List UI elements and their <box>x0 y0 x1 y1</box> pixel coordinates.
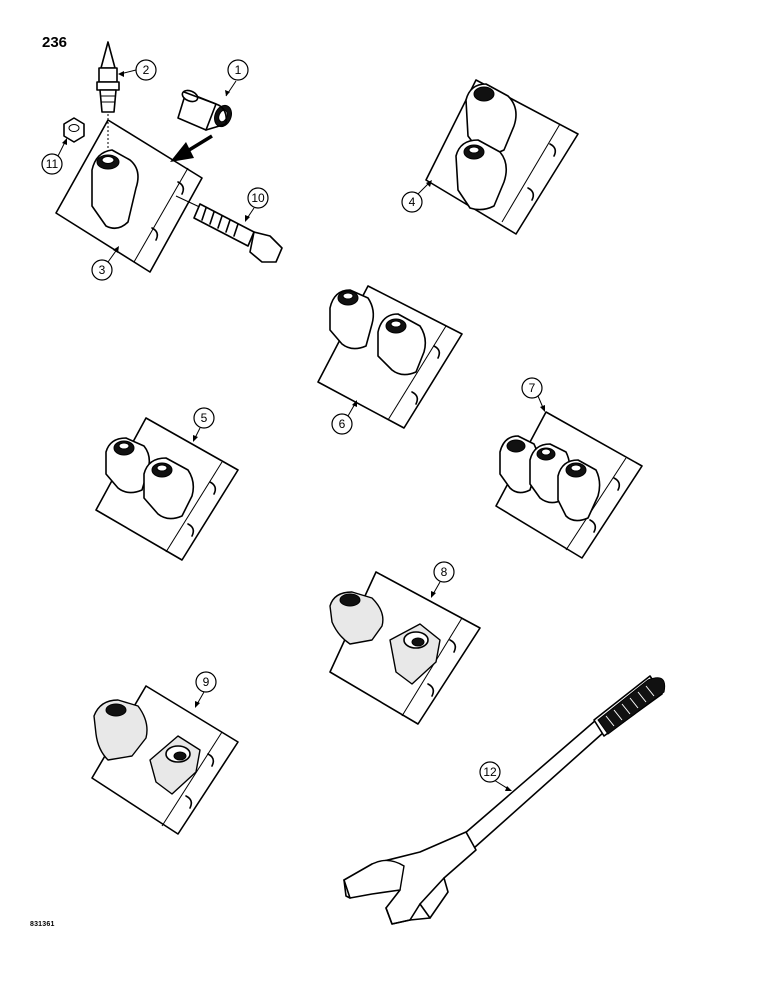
tooth-holder-assembly-9 <box>91 685 239 835</box>
callout-12: 12 <box>479 761 512 791</box>
page-number: 236 <box>42 34 68 51</box>
callout-7: 7 <box>521 377 545 412</box>
tooth-holder-assembly-5 <box>95 417 239 561</box>
callout-5: 5 <box>193 407 215 442</box>
callout-4-label: 4 <box>409 195 416 209</box>
figure-code: 831361 <box>30 921 55 928</box>
callout-7-label: 7 <box>529 381 536 395</box>
tooth-holder-assembly-7 <box>495 411 643 559</box>
callout-3: 3 <box>91 246 119 281</box>
callout-8-label: 8 <box>441 565 448 579</box>
callout-8: 8 <box>431 561 455 598</box>
tooth-holder-assembly-4 <box>425 79 579 235</box>
callout-10-label: 10 <box>251 191 265 205</box>
callout-2-label: 2 <box>143 63 150 77</box>
callout-9-label: 9 <box>203 675 210 689</box>
tooth-holder-assembly-3 <box>55 41 283 273</box>
callout-6: 6 <box>331 400 357 435</box>
callout-11: 11 <box>41 138 67 175</box>
callout-6-label: 6 <box>339 417 346 431</box>
callout-1: 1 <box>225 59 249 97</box>
callout-11-label: 11 <box>46 157 59 171</box>
removal-tool-12 <box>343 675 666 925</box>
callout-2: 2 <box>118 59 157 81</box>
tooth-holder-assembly-8 <box>329 571 481 725</box>
callout-4: 4 <box>401 180 432 213</box>
callout-9: 9 <box>195 671 217 708</box>
callout-12-label: 12 <box>483 765 497 779</box>
callout-10: 10 <box>245 187 269 222</box>
callout-1-label: 1 <box>235 63 242 77</box>
tooth-holder-assembly-6 <box>317 285 463 429</box>
callout-5-label: 5 <box>201 411 208 425</box>
callout-3-label: 3 <box>99 263 106 277</box>
